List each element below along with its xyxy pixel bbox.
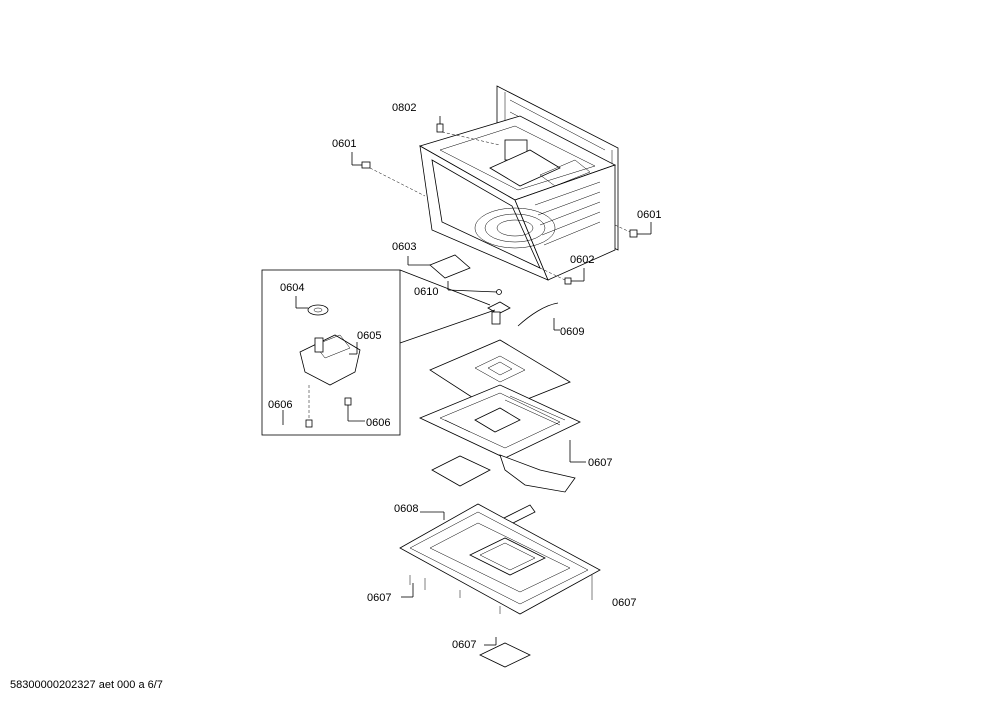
label-0802: 0802 xyxy=(392,102,416,114)
label-0606-left: 0606 xyxy=(268,399,292,411)
label-0603: 0603 xyxy=(392,241,416,253)
label-0609: 0609 xyxy=(560,326,584,338)
label-0607-upper: 0607 xyxy=(588,457,612,469)
screw-0601-left xyxy=(351,152,426,197)
label-0606-right: 0606 xyxy=(366,417,390,429)
label-0610: 0610 xyxy=(414,286,438,298)
part-0610 xyxy=(447,281,502,295)
base-plate xyxy=(399,503,601,668)
label-0601-left: 0601 xyxy=(332,138,356,150)
label-0604: 0604 xyxy=(280,282,304,294)
label-0602: 0602 xyxy=(570,254,594,266)
label-0601-right: 0601 xyxy=(637,209,661,221)
bracket-frame xyxy=(419,384,586,493)
detail-inset xyxy=(261,269,496,436)
label-0607-bottom: 0607 xyxy=(452,639,476,651)
screw-0802 xyxy=(436,116,501,146)
screw-0601-right xyxy=(614,222,652,238)
motor-small xyxy=(487,301,511,325)
label-0605: 0605 xyxy=(357,330,381,342)
cover-0603 xyxy=(407,254,471,279)
label-0607-left: 0607 xyxy=(367,592,391,604)
label-0608: 0608 xyxy=(394,503,418,515)
label-0607-right: 0607 xyxy=(612,597,636,609)
document-footer: 58300000202327 aet 000 a 6/7 xyxy=(10,679,163,691)
screw-0602 xyxy=(539,267,585,285)
cable-0609 xyxy=(517,302,560,331)
oven-cavity-assembly xyxy=(418,85,619,281)
